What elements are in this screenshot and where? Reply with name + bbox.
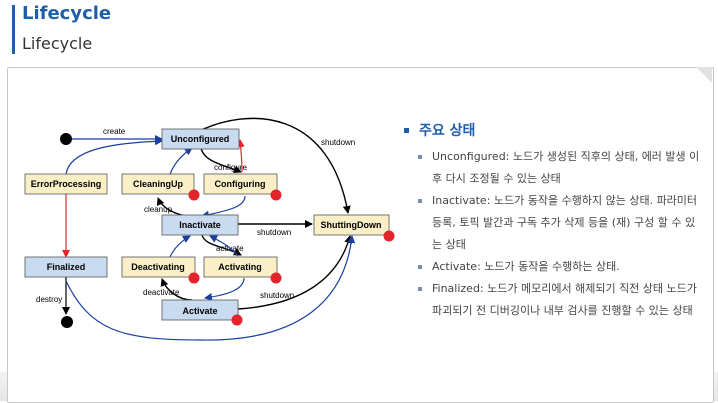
transition-error-recover [65, 137, 163, 175]
svg-text:ShuttingDown: ShuttingDown [321, 220, 382, 230]
transition-activate-done [204, 277, 245, 301]
svg-text:Unconfigured: Unconfigured [171, 134, 230, 144]
svg-text:Inactivate: Inactivate [179, 220, 221, 230]
item-text: Unconfigured: 노드가 생성된 직후의 상태, 에러 발생 이후 다… [432, 150, 700, 185]
svg-text:Activate: Activate [182, 306, 217, 316]
bullet-icon [418, 287, 422, 291]
page-title: Lifecycle [22, 3, 112, 24]
transition-shutdown-bottom: shutdown [237, 235, 353, 310]
state-activating: Activating [203, 256, 278, 278]
panel-corner-fold [696, 67, 712, 83]
heading-bullet-icon [404, 127, 409, 133]
svg-text:shutdown: shutdown [260, 291, 294, 300]
bullet-icon [418, 265, 422, 269]
transition-deactivate: deactivate [143, 278, 193, 301]
svg-text:Finalized: Finalized [47, 262, 86, 272]
key-states-section: 주요 상태 Unconfigured: 노드가 생성된 직후의 상태, 에러 발… [404, 120, 704, 322]
state-shutting-down: ShuttingDown [313, 214, 390, 236]
svg-text:Deactivating: Deactivating [131, 262, 185, 272]
svg-text:ErrorProcessing: ErrorProcessing [31, 179, 102, 189]
transition-shutdown-top: shutdown [194, 117, 355, 214]
list-item: Unconfigured: 노드가 생성된 직후의 상태, 에러 발생 이후 다… [418, 146, 704, 190]
error-marker-configuring [270, 189, 282, 201]
svg-text:create: create [103, 127, 126, 136]
transition-configure-done [201, 195, 246, 219]
transition-destroy: destroy [36, 276, 70, 315]
transition-shutdown-finalize [65, 235, 356, 341]
list-item: Inactivate: 노드가 동작을 수행하지 않는 상태. 파라미터 등록,… [418, 190, 704, 256]
section-heading: 주요 상태 [404, 120, 704, 140]
transition-activate: activate [201, 234, 244, 256]
svg-text:deactivate: deactivate [143, 288, 180, 297]
item-text: Inactivate: 노드가 동작을 수행하지 않는 상태. 파라미터 등록,… [432, 194, 698, 251]
error-marker-activate [231, 314, 243, 326]
transition-configure: configure [200, 147, 247, 174]
transition-shutdown-mid: shutdown [238, 220, 313, 237]
transition-activate-fail [209, 235, 239, 257]
end-node [61, 316, 73, 328]
error-marker-activating [270, 272, 282, 284]
list-item: Activate: 노드가 동작을 수행하는 상태. [418, 256, 704, 278]
svg-text:shutdown: shutdown [321, 138, 355, 147]
bullet-icon [418, 155, 422, 159]
svg-text:Configuring: Configuring [215, 179, 266, 189]
state-error-processing: ErrorProcessing [24, 173, 108, 195]
list-item: Finalized: 노드가 메모리에서 해제되기 직전 상태 노드가 파괴되기… [418, 278, 704, 322]
item-text: Activate: 노드가 동작을 수행하는 상태. [432, 260, 620, 273]
transition-configure-fail [236, 139, 245, 173]
svg-text:CleaningUp: CleaningUp [133, 179, 184, 189]
state-inactivate: Inactivate [161, 214, 239, 236]
state-unconfigured: Unconfigured [161, 128, 240, 150]
transition-cleanup: cleanup [144, 197, 193, 218]
svg-text:configure: configure [214, 163, 247, 172]
svg-text:destroy: destroy [36, 295, 62, 304]
transition-create: create [72, 127, 163, 143]
state-description-list: Unconfigured: 노드가 생성된 직후의 상태, 에러 발생 이후 다… [404, 146, 704, 322]
start-node [60, 133, 72, 145]
page-subtitle: Lifecycle [22, 34, 93, 53]
svg-text:shutdown: shutdown [257, 228, 291, 237]
state-finalized: Finalized [24, 256, 108, 278]
section-title: 주요 상태 [419, 123, 476, 139]
svg-text:cleanup: cleanup [144, 205, 173, 214]
state-cleaning-up: CleaningUp [121, 173, 195, 195]
state-configuring: Configuring [203, 173, 278, 195]
state-activate: Activate [161, 299, 239, 321]
header-accent-bar [12, 5, 15, 54]
error-marker-cleaning-up [188, 189, 200, 201]
error-marker-deactivating [188, 272, 200, 284]
svg-text:Activating: Activating [218, 262, 262, 272]
state-deactivating: Deactivating [121, 256, 196, 278]
bullet-icon [418, 199, 422, 203]
error-marker-shutting-down [383, 230, 395, 242]
item-text: Finalized: 노드가 메모리에서 해제되기 직전 상태 노드가 파괴되기… [432, 282, 697, 317]
